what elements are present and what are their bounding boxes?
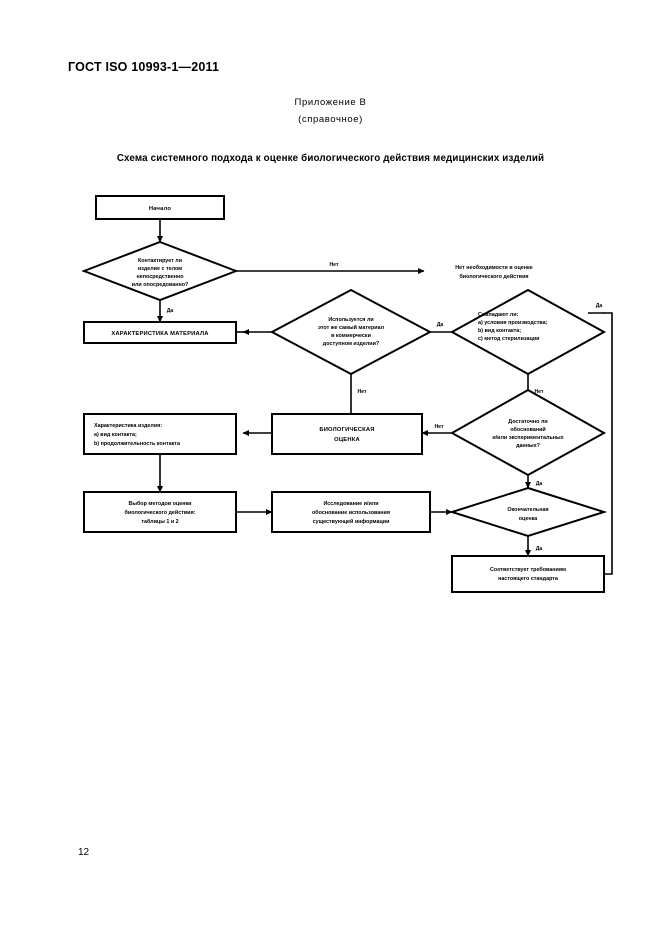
edge-label-same-material-no: Нет (357, 389, 367, 395)
node-method-line-1: Выбор методов оценки (128, 500, 191, 507)
node-research-justification: Исследование и/или обоснование использов… (271, 491, 431, 533)
node-method-selection: Выбор методов оценки биологического дейс… (83, 491, 237, 533)
node-no-need-line-1: Нет необходимости в оценке (455, 264, 532, 271)
node-contact-line-2: изделие с телом (138, 266, 182, 272)
node-match-line-4: c) метод стерилизации (478, 336, 539, 342)
node-method-line-3: таблицы 1 и 2 (141, 518, 178, 525)
annex-label: Приложение В (294, 97, 367, 108)
node-sufficient-line-3: и/или экспериментальных (492, 435, 563, 441)
page-number: 12 (78, 847, 90, 858)
annex-heading: Приложение В (справочное) (0, 94, 661, 128)
node-sufficient-data-decision: Достаточно ли обоснований и/или эксперим… (449, 388, 607, 477)
node-research-line-3: существующей информации (313, 518, 390, 525)
annex-kind: (справочное) (298, 114, 363, 125)
node-final-line-1: Окончательная (507, 507, 548, 513)
node-material-characterization: ХАРАКТЕРИСТИКА МАТЕРИАЛА (83, 321, 237, 344)
node-match-line-3: b) вид контакта; (478, 328, 521, 334)
node-conforms-line-2: настоящего стандарта (498, 576, 559, 582)
node-method-line-2: биологического действия: (125, 509, 196, 516)
node-sufficient-line-1: Достаточно ли (508, 419, 547, 425)
scheme-title: Схема системного подхода к оценке биолог… (116, 153, 545, 164)
node-material-label: ХАРАКТЕРИСТИКА МАТЕРИАЛА (111, 331, 209, 337)
node-same-material-line-3: в коммерчески (331, 333, 371, 339)
node-biological-evaluation: БИОЛОГИЧЕСКАЯ ОЦЕНКА (271, 413, 423, 455)
node-match-line-2: a) условия производства; (478, 320, 548, 326)
node-same-material-decision: Используется ли этот же самый материал в… (269, 288, 433, 376)
node-final-line-2: оценка (519, 516, 539, 522)
edge-label-final-yes: Да (536, 546, 543, 552)
node-research-line-1: Исследование и/или (323, 501, 378, 507)
node-sufficient-line-2: обоснований (510, 426, 546, 433)
node-device-line-1: Характеристика изделия: (94, 423, 162, 429)
node-no-need: Нет необходимости в оценке биологическог… (455, 264, 532, 280)
node-device-line-2: a) вид контакта; (94, 432, 137, 438)
edge-label-contact-no: Нет (329, 262, 339, 268)
flowchart-container: Начало Контактирует ли изделие с телом н… (0, 182, 661, 602)
node-sufficient-line-4: данных? (516, 443, 540, 449)
node-start-label: Начало (149, 206, 171, 212)
edge-label-sufficient-yes: Да (536, 481, 543, 487)
edge-label-sufficient-no: Нет (434, 424, 444, 430)
node-start: Начало (95, 195, 225, 220)
node-bioeval-line-1: БИОЛОГИЧЕСКАЯ (319, 427, 374, 433)
node-conforms: Соответствует требованиям настоящего ста… (451, 555, 605, 593)
node-contact-decision: Контактирует ли изделие с телом непосред… (81, 240, 239, 302)
node-contact-line-4: или опосредованно? (132, 282, 189, 288)
flowchart-svg: Начало Контактирует ли изделие с телом н… (81, 195, 613, 593)
node-match-decision: Совпадают ли: a) условия производства; b… (449, 288, 607, 376)
node-device-characterization: Характеристика изделия: a) вид контакта;… (83, 413, 237, 455)
node-contact-line-3: непосредственно (136, 274, 184, 280)
node-same-material-line-4: доступном изделии? (323, 341, 379, 347)
document-header: ГОСТ ISO 10993-1—2011 (68, 60, 220, 74)
node-final-evaluation: Окончательная оценка (448, 486, 608, 538)
node-device-line-3: b) продолжительность контакта (94, 441, 181, 447)
node-contact-line-1: Контактирует ли (138, 258, 182, 264)
edge-label-match-yes: Да (596, 303, 603, 309)
node-bioeval-line-2: ОЦЕНКА (334, 437, 360, 443)
node-no-need-line-2: биологического действия (459, 273, 528, 280)
edge-label-contact-yes: Да (167, 308, 174, 314)
node-match-line-1: Совпадают ли: (478, 312, 519, 318)
edge-label-same-material-yes: Да (437, 322, 444, 328)
node-same-material-line-1: Используется ли (328, 317, 373, 323)
node-research-line-2: обоснование использования (312, 509, 390, 516)
edge-label-match-no: Нет (534, 389, 544, 395)
node-same-material-line-2: этот же самый материал (318, 324, 385, 331)
node-conforms-line-1: Соответствует требованиям (490, 566, 566, 573)
